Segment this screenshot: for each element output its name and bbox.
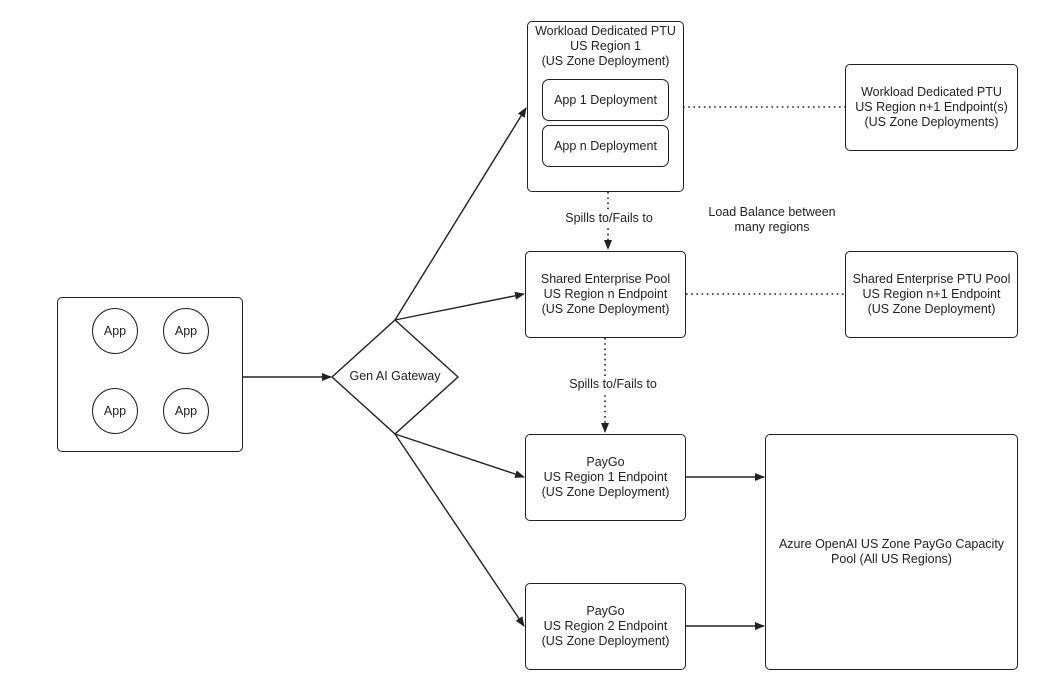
app-node: App (92, 308, 138, 354)
shared-enterprise-ptu-pool-n1: Shared Enterprise PTU Pool US Region n+1… (845, 251, 1018, 338)
shared-enterprise-pool: Shared Enterprise Pool US Region n Endpo… (525, 251, 686, 338)
app-1-deployment: App 1 Deployment (542, 79, 669, 121)
load-balance-label: Load Balance between many regions (708, 205, 836, 234)
edge-gateway-to-shared-pool (394, 291, 525, 321)
gateway-label: Gen AI Gateway (349, 369, 441, 383)
spills-label-2: Spills to/Fails to (564, 377, 662, 392)
edge-gateway-to-paygo-1 (394, 433, 525, 478)
workload-ptu-region-n1: Workload Dedicated PTU US Region n+1 End… (845, 64, 1018, 151)
edge-gateway-to-workload-ptu (394, 107, 527, 321)
app-node: App (163, 308, 209, 354)
spills-label-1: Spills to/Fails to (560, 211, 658, 226)
workload-ptu-region-1-title: Workload Dedicated PTU US Region 1 (US Z… (535, 24, 676, 68)
paygo-region-1: PayGo US Region 1 Endpoint (US Zone Depl… (525, 434, 686, 521)
app-node: App (92, 388, 138, 434)
app-label: App (103, 404, 127, 418)
app-label: App (174, 324, 198, 338)
paygo-region-2: PayGo US Region 2 Endpoint (US Zone Depl… (525, 583, 686, 670)
edge-gateway-to-paygo-2 (394, 433, 525, 627)
apps-group (57, 297, 243, 452)
app-n-deployment: App n Deployment (542, 125, 669, 167)
app-node: App (163, 388, 209, 434)
azure-openai-capacity-pool: Azure OpenAI US Zone PayGo Capacity Pool… (765, 434, 1018, 670)
app-label: App (174, 404, 198, 418)
app-label: App (103, 324, 127, 338)
